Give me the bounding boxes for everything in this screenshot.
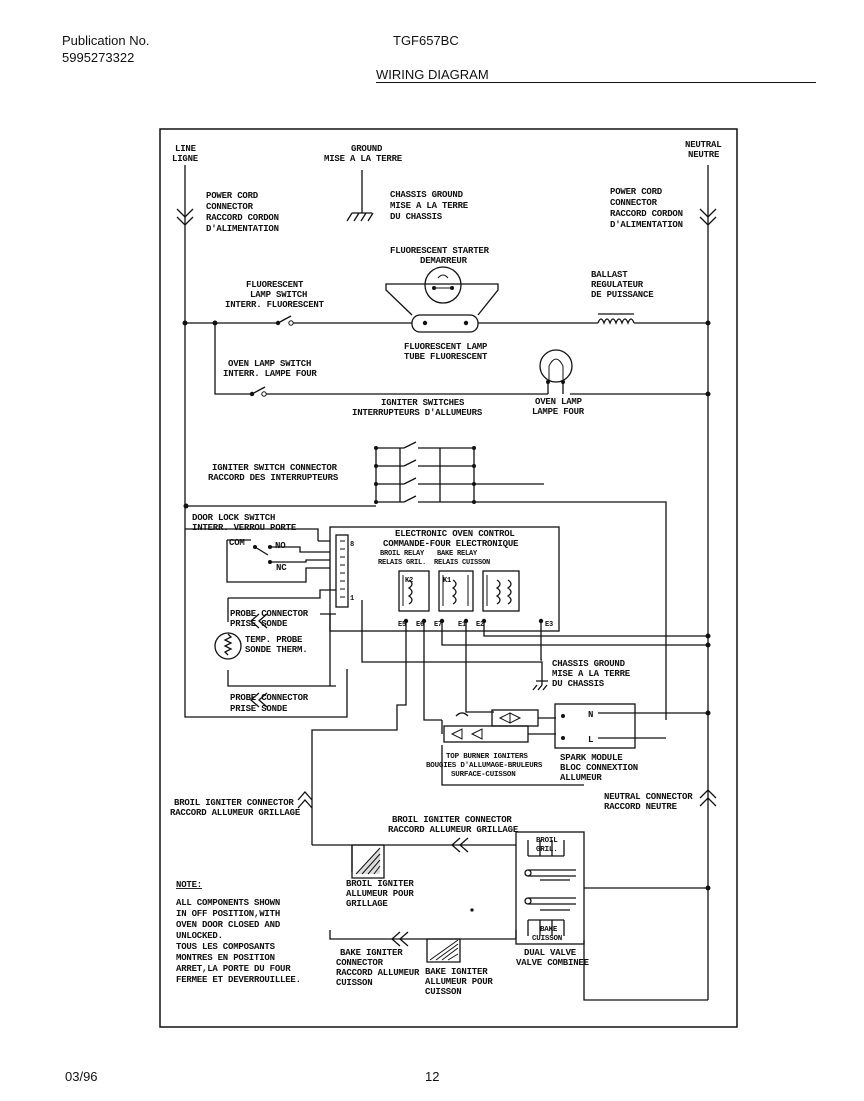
relay-k1-label: K1 [443,577,451,585]
pin-1-label: 1 [350,595,354,603]
nc-terminal-label: NC [276,563,287,573]
terminal-e3: E3 [545,621,553,629]
neutral-label: NEUTRAL [685,140,721,150]
ground-label: GROUND [351,144,383,154]
publication-label: Publication No. [62,33,150,48]
terminal-e7: E7 [434,621,442,629]
com-terminal-label: COM [229,538,245,548]
wires [176,165,717,1001]
terminal-e2: E2 [476,621,484,629]
page-number: 12 [425,1069,440,1084]
terminal-e1: E1 [458,621,466,629]
spark-l-label: L [588,735,593,745]
publication-number: 5995273322 [62,50,135,65]
footer-date: 03/96 [65,1069,98,1084]
model-number: TGF657BC [393,33,459,48]
terminal-e6: E6 [416,621,424,629]
page-title: WIRING DIAGRAM [376,67,489,82]
relay-k2-label: K2 [405,577,413,585]
diagram-border [159,128,738,1028]
terminal-e5: E5 [398,621,406,629]
spark-n-label: N [588,710,593,720]
title-rule [376,82,816,83]
pin-8-label: 8 [350,541,354,549]
no-terminal-label: NO [275,541,286,551]
line-label: LINE [175,144,197,154]
